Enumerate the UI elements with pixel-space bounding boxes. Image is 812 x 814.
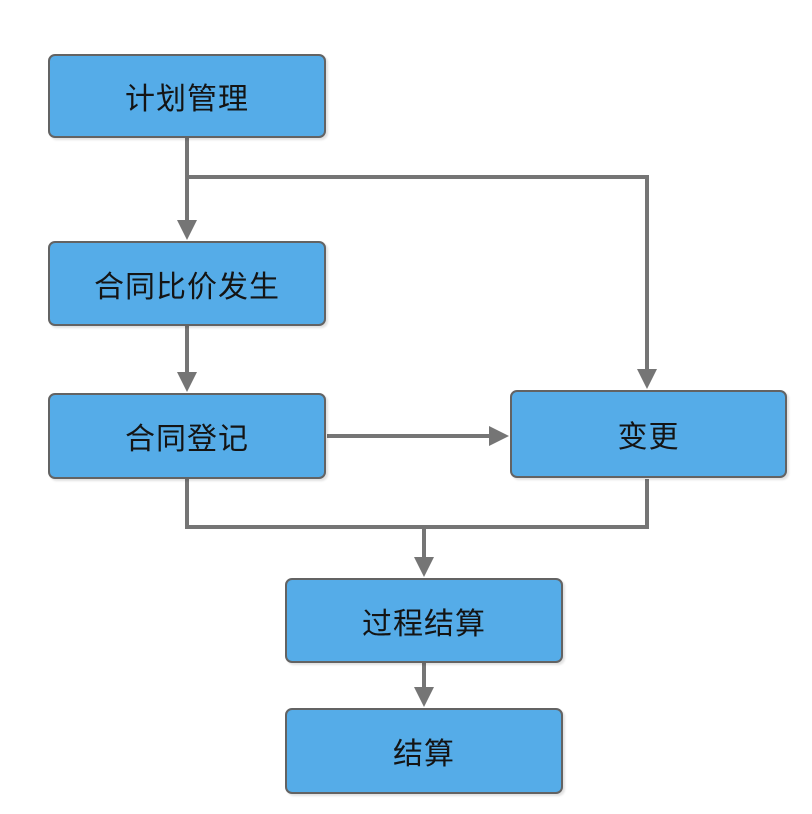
node-contract-price-label: 合同比价发生 (94, 270, 280, 304)
node-plan-management: 计划管理 (48, 54, 326, 138)
edge-register-change-merge (185, 479, 649, 529)
node-change-label: 变更 (617, 421, 680, 454)
node-plan-management-label: 计划管理 (125, 83, 249, 116)
node-settlement-label: 结算 (393, 738, 455, 771)
node-process-settlement-label: 过程结算 (362, 607, 486, 641)
node-contract-register: 合同登记 (48, 393, 326, 479)
node-settlement: 结算 (285, 708, 563, 794)
node-contract-register-label: 合同登记 (125, 423, 249, 456)
node-change: 变更 (510, 390, 787, 478)
node-contract-price: 合同比价发生 (48, 241, 326, 326)
node-process-settlement: 过程结算 (285, 578, 563, 663)
